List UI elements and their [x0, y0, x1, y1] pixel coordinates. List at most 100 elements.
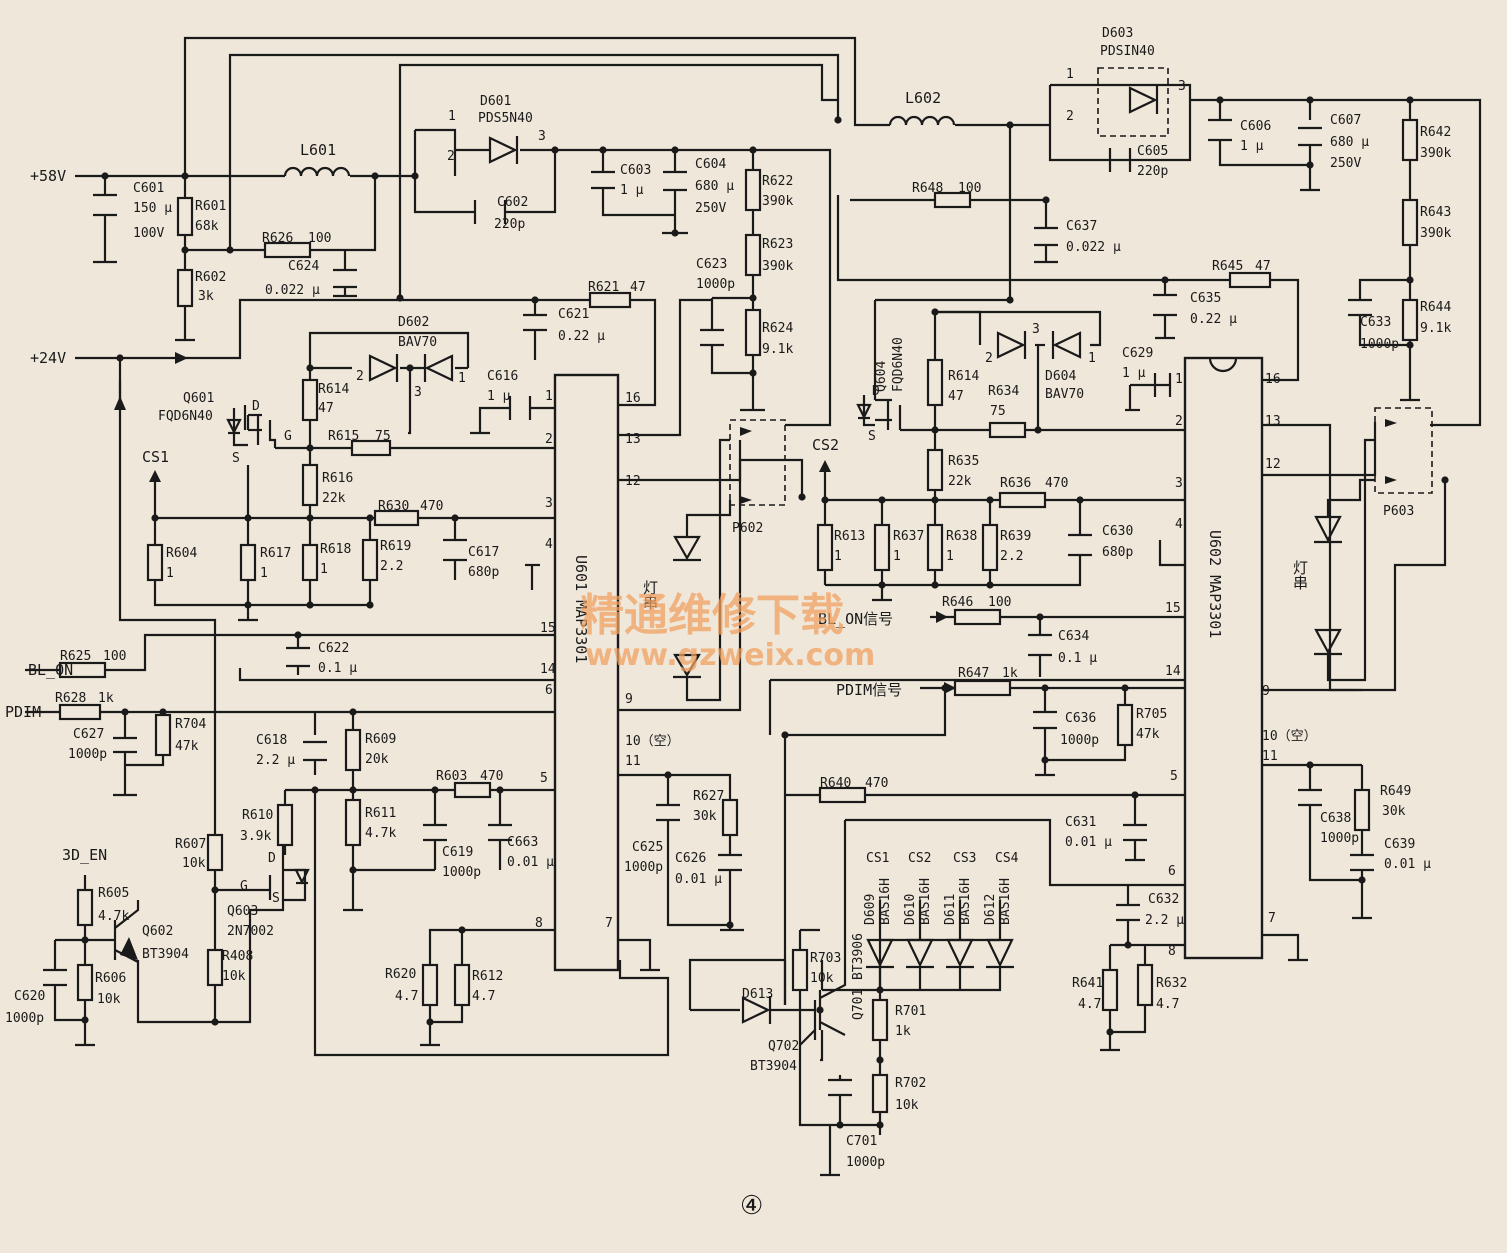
q601-g-pin: G [284, 429, 292, 444]
junction-dot [349, 708, 357, 716]
ic-pin-number: 3 [545, 496, 553, 511]
capacitor-c663-value: 0.01 μ [507, 855, 554, 870]
capacitor-c616-value: 1 μ [487, 389, 511, 404]
connector-p603-box [1374, 407, 1433, 494]
capacitor-c631-value: 0.01 μ [1065, 835, 1112, 850]
ic-pin-number: 16 [1265, 372, 1281, 387]
resistor-r702-ref: R702 [895, 1076, 926, 1091]
junction-dot [1406, 96, 1414, 104]
resistor-r614b-value: 47 [948, 389, 964, 404]
resistor-r617-value: 1 [260, 566, 268, 581]
capacitor-c605-ref: C605 [1137, 144, 1168, 159]
q701-part: BT3906 [851, 933, 866, 980]
q603-part: 2N7002 [227, 924, 274, 939]
resistor-r628-ref: R628 [55, 691, 86, 706]
resistor-r701-ref: R701 [895, 1004, 926, 1019]
q702-ref: Q702 [768, 1039, 799, 1054]
resistor-r639-ref: R639 [1000, 529, 1031, 544]
resistor-r619-ref: R619 [380, 539, 411, 554]
resistor-r636-value: 470 [1045, 476, 1068, 491]
capacitor-c626-value: 0.01 μ [675, 872, 722, 887]
d609-ref: D609 [863, 894, 878, 925]
junction-dot [366, 514, 374, 522]
junction-dot [1131, 791, 1139, 799]
resistor-r605-ref: R605 [98, 886, 129, 901]
capacitor-c606-ref: C606 [1240, 119, 1271, 134]
capacitor-c632-ref: C632 [1148, 892, 1179, 907]
inductor-l601 [283, 166, 351, 177]
capacitor-c638-value: 1000p [1320, 831, 1359, 846]
junction-dot [306, 444, 314, 452]
resistor-r609-value: 20k [365, 752, 389, 767]
capacitor-c618-value: 2.2 μ [256, 753, 295, 768]
resistor-r603-value: 470 [480, 769, 503, 784]
junction-dot [1106, 1028, 1114, 1036]
capacitor-c636-ref: C636 [1065, 711, 1096, 726]
capacitor-c601-value: 150 μ [133, 201, 172, 216]
junction-dot [311, 786, 319, 794]
junction-dot [244, 601, 252, 609]
resistor-r604-ref: R604 [166, 546, 197, 561]
resistor-r619-value: 2.2 [380, 559, 403, 574]
ic-pin-number: 15 [540, 621, 556, 636]
capacitor-c634-value: 0.1 μ [1058, 651, 1097, 666]
capacitor-c620-ref: C620 [14, 989, 45, 1004]
resistors [58, 118, 1419, 1114]
resistor-r622-value: 390k [762, 194, 793, 209]
ic-pin-number: 11 [1262, 749, 1278, 764]
ic-pin-number: 4 [545, 537, 553, 552]
q602-part: BT3904 [142, 947, 189, 962]
d612-ref: D612 [983, 894, 998, 925]
resistor-r630-value: 470 [420, 499, 443, 514]
wiring-left [25, 36, 890, 1057]
d602-pin-2: 2 [356, 369, 364, 384]
junction-dot [1306, 161, 1314, 169]
resistor-r625-ref: R625 [60, 649, 91, 664]
resistor-r642-value: 390k [1420, 146, 1451, 161]
junction-dot [306, 514, 314, 522]
junction-dot [451, 514, 459, 522]
resistor-r602-value: 3k [198, 289, 214, 304]
resistor-r645-ref: R645 [1212, 259, 1243, 274]
resistor-r704-value: 47k [175, 739, 199, 754]
d601-pin-2: 2 [447, 149, 455, 164]
watermark-cn: 精通维修下载 [580, 590, 844, 641]
resistor-r612-value: 4.7 [472, 989, 495, 1004]
capacitor-c627-value: 1000p [68, 747, 107, 762]
resistor-r702-value: 10k [895, 1098, 919, 1113]
diode-d604 [996, 331, 1082, 359]
junction-dot [366, 601, 374, 609]
rail-58v-label: +58V [30, 167, 66, 185]
junction-dot [496, 786, 504, 794]
ic-pin-number: 6 [545, 683, 553, 698]
capacitor-c604-ref: C604 [695, 157, 726, 172]
capacitor-c603-ref: C603 [620, 163, 651, 178]
diode-d602 [368, 354, 454, 382]
led-string-left [673, 438, 732, 702]
resistor-r615-value: 75 [375, 429, 391, 444]
resistor-r613-value: 1 [834, 549, 842, 564]
capacitor-c623-ref: C623 [696, 257, 727, 272]
ic-pin-number: 9 [1262, 684, 1270, 699]
resistor-r638-ref: R638 [946, 529, 977, 544]
capacitor-c605-value: 220p [1137, 164, 1168, 179]
resistor-r601-ref: R601 [195, 199, 226, 214]
ic-pin-number: 13 [1265, 414, 1281, 429]
bjt-q702 [799, 1000, 817, 1046]
capacitor-c601-ref: C601 [133, 181, 164, 196]
junction-dot [931, 581, 939, 589]
capacitor-c627-ref: C627 [73, 727, 104, 742]
u602-label: U602 MAP3301 [1206, 530, 1224, 638]
junction-dot [1041, 684, 1049, 692]
lamp-right-label: 灯串 [1291, 560, 1309, 590]
ic-pin-number: 7 [605, 916, 613, 931]
ic-pin-number: 13 [625, 432, 641, 447]
junction-dot [664, 771, 672, 779]
resistor-r705-value: 47k [1136, 727, 1160, 742]
ic-pin-numbers: 1234151465816131291171234151456816131291… [535, 372, 1281, 959]
capacitor-c634-ref: C634 [1058, 629, 1089, 644]
resistor-r646-ref: R646 [942, 595, 973, 610]
ic-u601 [553, 373, 620, 972]
ic-pin-number: 6 [1168, 864, 1176, 879]
junction-dot [821, 496, 829, 504]
